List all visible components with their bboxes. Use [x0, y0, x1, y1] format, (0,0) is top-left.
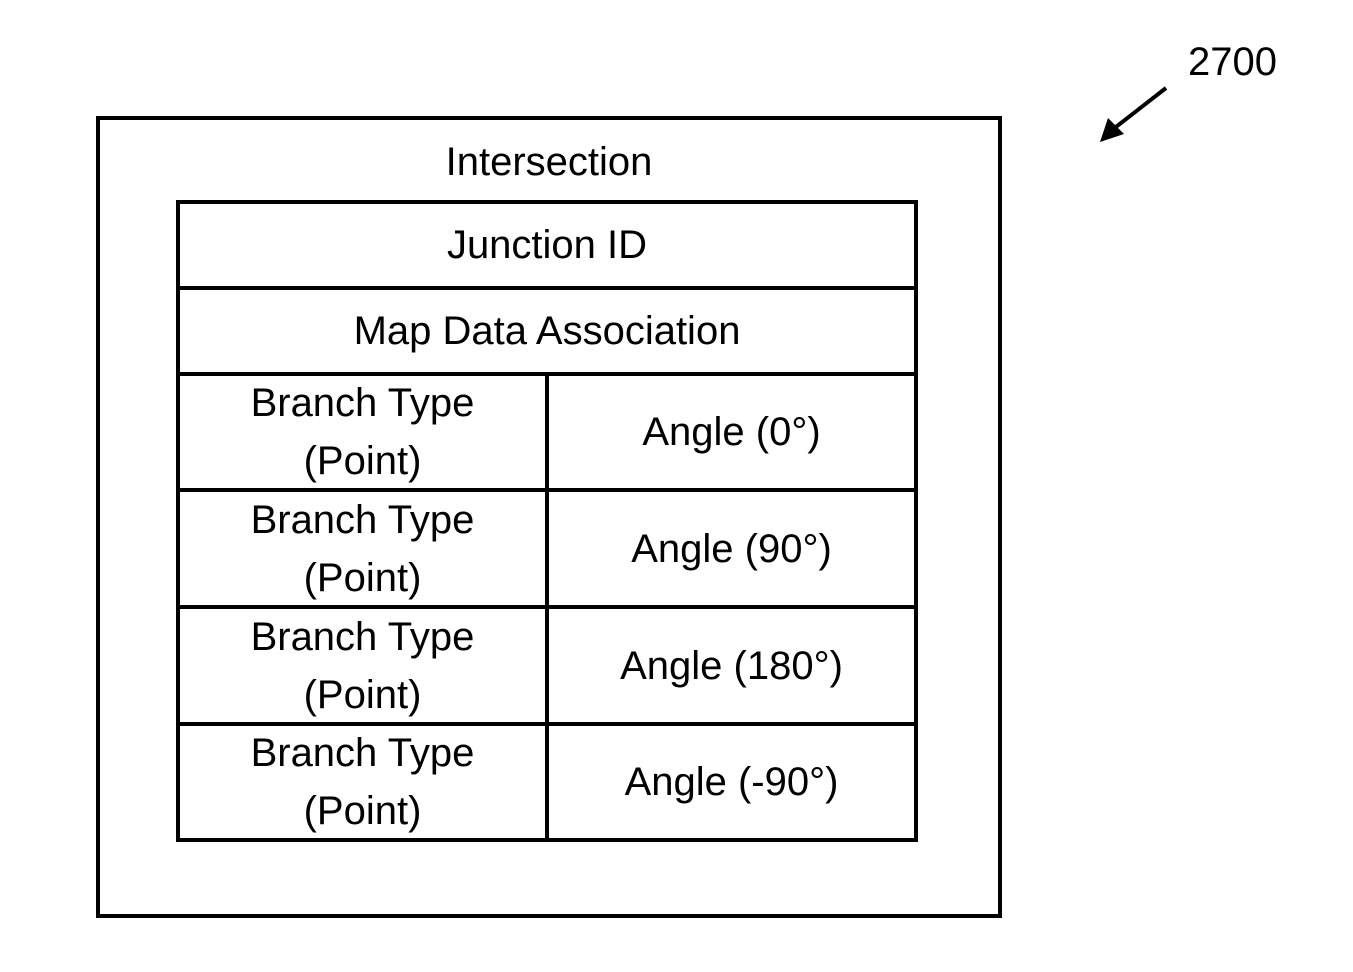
junction-id-label: Junction ID [447, 216, 647, 274]
branch-type-label: Branch Type [251, 374, 475, 432]
angle-label: Angle (-90°) [625, 753, 839, 811]
angle-cell: Angle (90°) [549, 492, 914, 605]
map-data-association-label: Map Data Association [354, 302, 741, 360]
junction-id-cell: Junction ID [180, 204, 914, 286]
reference-arrow-icon [1090, 80, 1180, 150]
angle-cell: Angle (-90°) [549, 726, 914, 838]
branch-type-point-label: (Point) [304, 432, 422, 490]
branch-type-cell: Branch Type (Point) [180, 492, 545, 605]
branch-type-point-label: (Point) [304, 782, 422, 840]
angle-label: Angle (180°) [620, 637, 843, 695]
branch-type-point-label: (Point) [304, 666, 422, 724]
intersection-table: Junction ID Map Data Association Branch … [176, 200, 918, 844]
branch-type-cell: Branch Type (Point) [180, 376, 545, 488]
branch-type-cell: Branch Type (Point) [180, 726, 545, 838]
angle-label: Angle (0°) [642, 403, 820, 461]
branch-type-label: Branch Type [251, 491, 475, 549]
angle-label: Angle (90°) [631, 520, 832, 578]
map-data-association-cell: Map Data Association [180, 290, 914, 372]
branch-type-label: Branch Type [251, 724, 475, 782]
angle-cell: Angle (180°) [549, 609, 914, 722]
intersection-title: Intersection [100, 140, 998, 184]
branch-type-cell: Branch Type (Point) [180, 609, 545, 722]
reference-number: 2700 [1188, 38, 1277, 86]
branch-type-point-label: (Point) [304, 549, 422, 607]
angle-cell: Angle (0°) [549, 376, 914, 488]
branch-type-label: Branch Type [251, 608, 475, 666]
table-border-right [914, 200, 918, 842]
